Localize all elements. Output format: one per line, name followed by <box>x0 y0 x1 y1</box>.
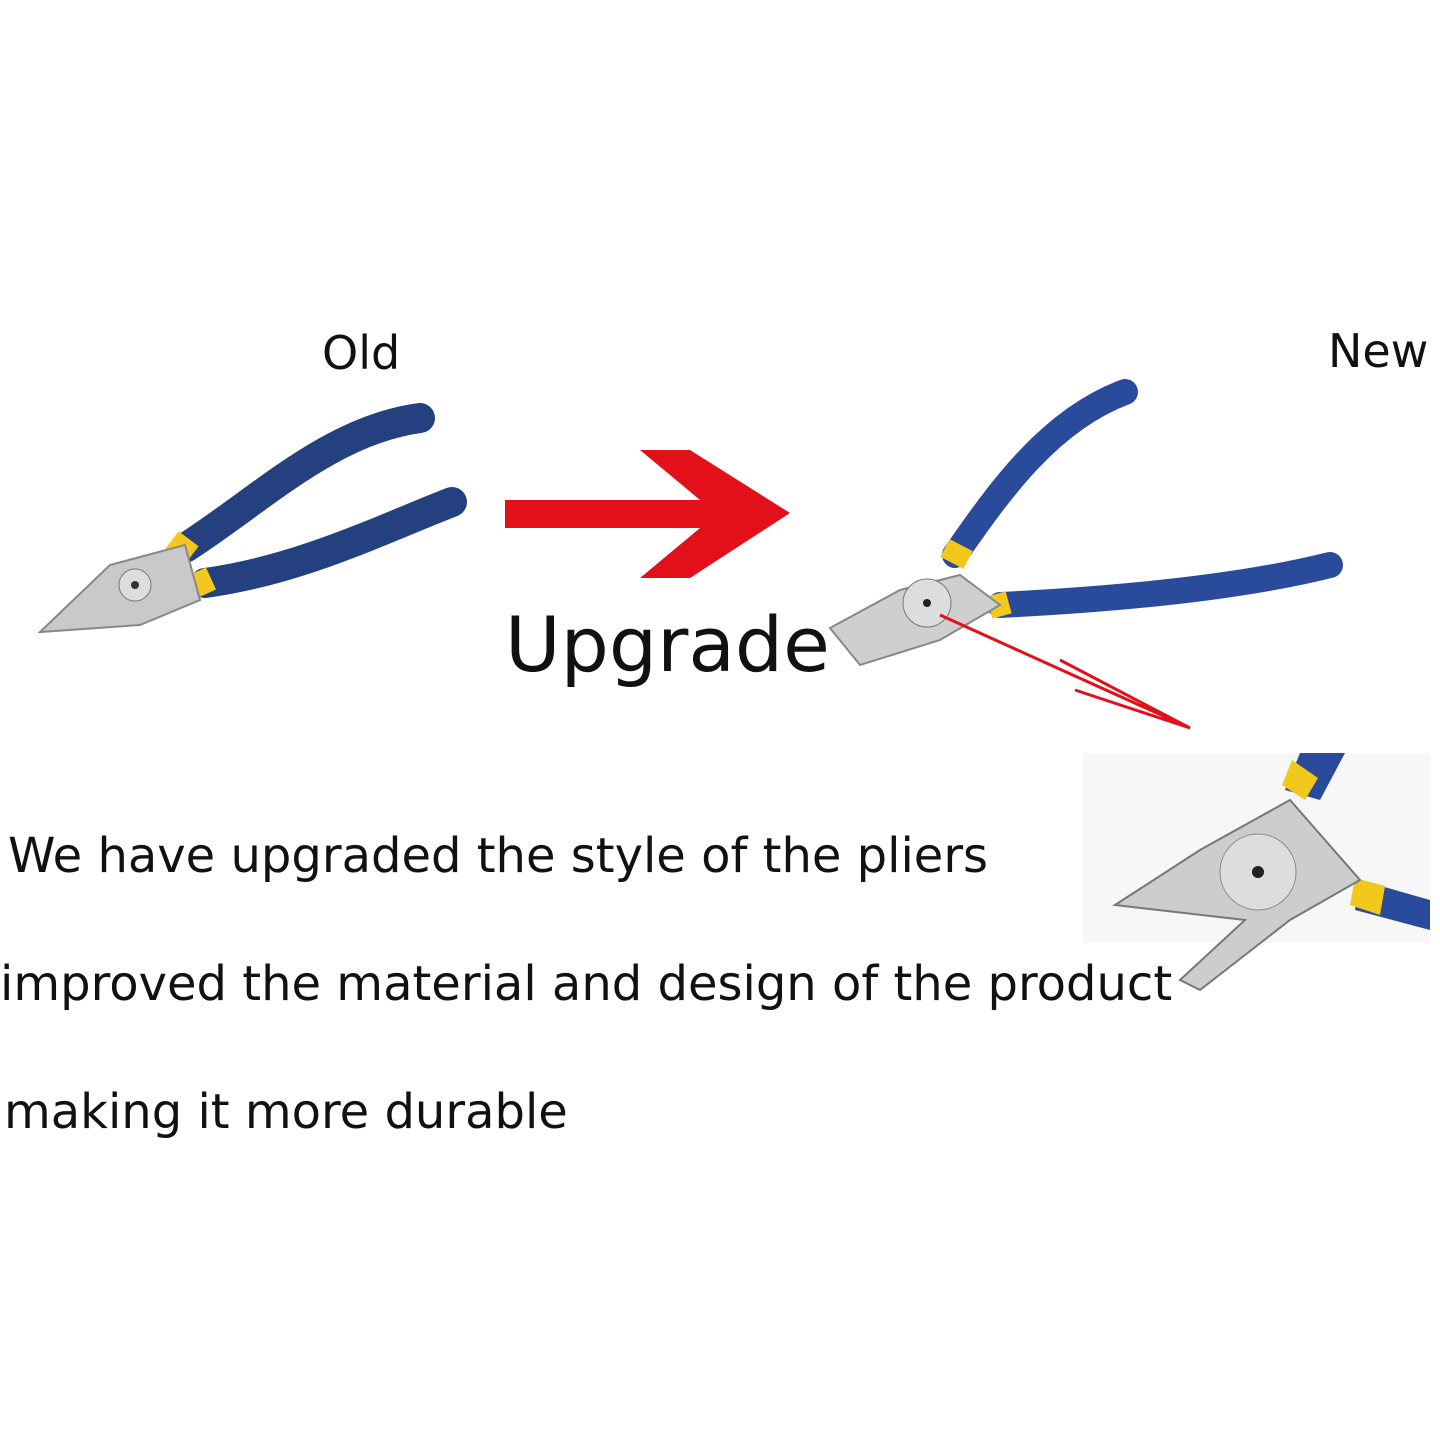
description-line-2: improved the material and design of the … <box>0 956 1173 1012</box>
new-pliers-image <box>828 379 1343 730</box>
old-label: Old <box>322 326 401 380</box>
description-line-3: making it more durable <box>4 1084 568 1140</box>
old-pliers-image <box>37 403 467 634</box>
new-label: New <box>1328 324 1429 378</box>
description-line-1: We have upgraded the style of the pliers <box>8 828 989 884</box>
upgrade-arrow-icon <box>505 450 790 578</box>
closeup-inset-image <box>1083 753 1430 992</box>
upgrade-label: Upgrade <box>505 600 830 689</box>
